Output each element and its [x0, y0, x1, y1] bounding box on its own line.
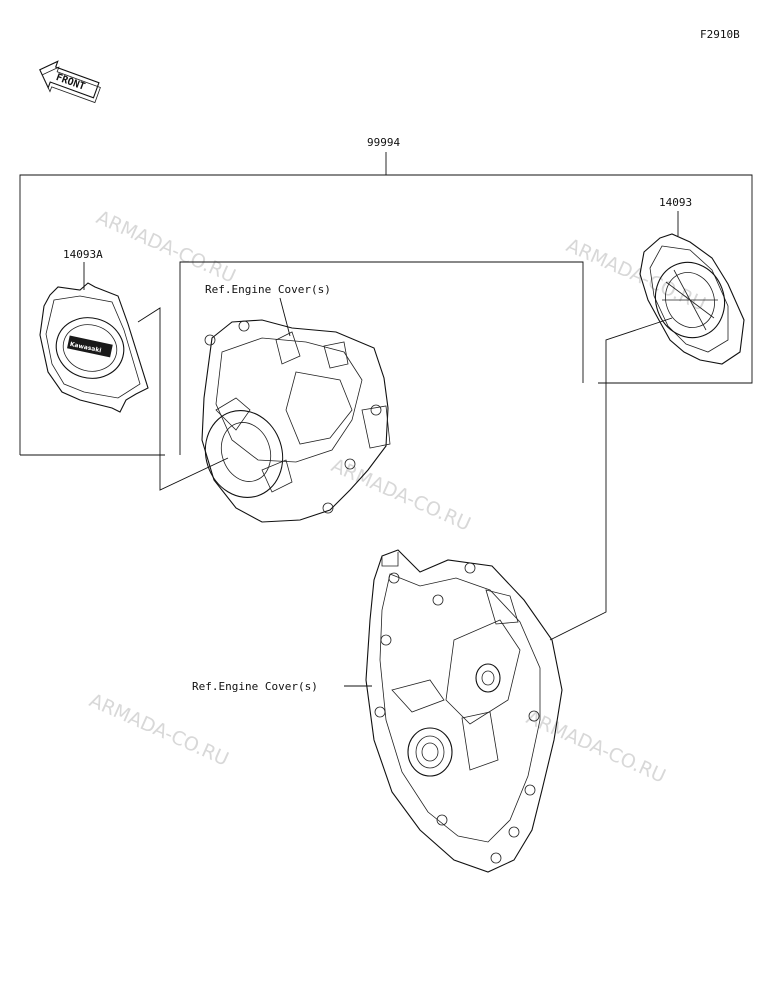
- ref-label-upper: Ref.Engine Cover(s): [205, 283, 331, 296]
- watermark: ARMADA-CO.RU: [523, 706, 669, 787]
- right-cover-14093: [639, 233, 745, 365]
- watermark: ARMADA-CO.RU: [86, 689, 232, 770]
- lower-engine-cover: [365, 549, 563, 873]
- leader-ref-upper: [279, 297, 291, 337]
- upper-engine-cover: [201, 319, 391, 523]
- ref-label-lower: Ref.Engine Cover(s): [192, 680, 318, 693]
- leader-left-cover: [137, 307, 229, 491]
- watermark: ARMADA-CO.RU: [563, 234, 709, 315]
- figure-code: F2910B: [700, 28, 740, 41]
- part-label-14093A: 14093A: [63, 248, 103, 261]
- left-cover-14093A: Kawasaki: [39, 282, 149, 413]
- kit-bracket: [19, 152, 753, 456]
- leader-right-cover: [549, 317, 673, 641]
- watermark: ARMADA-CO.RU: [328, 454, 474, 535]
- front-arrow-icon: FRONT: [39, 60, 101, 104]
- watermark-layer: ARMADA-CO.RU ARMADA-CO.RU ARMADA-CO.RU A…: [86, 206, 709, 787]
- watermark: ARMADA-CO.RU: [93, 206, 239, 287]
- kit-part-number: 99994: [367, 136, 400, 149]
- part-label-14093: 14093: [659, 196, 692, 209]
